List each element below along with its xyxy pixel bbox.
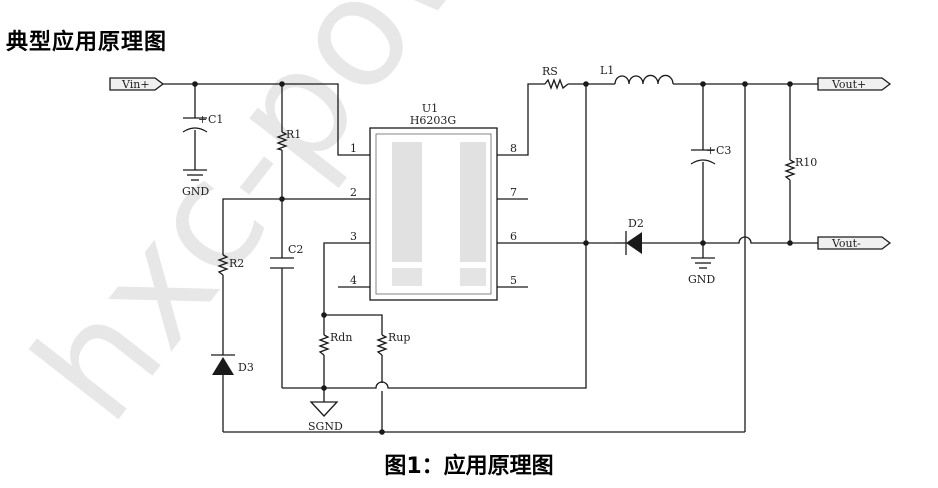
watermark: hxc-pow: [1, 0, 524, 452]
svg-text:2: 2: [350, 186, 357, 199]
ic-u1: U1 H6203G 1 2 3 4 8 7 6 5: [350, 102, 517, 301]
svg-text:R2: R2: [229, 257, 244, 270]
svg-text:5: 5: [510, 274, 517, 287]
capacitor-c2: C2: [270, 243, 303, 269]
svg-text:C2: C2: [288, 243, 303, 256]
svg-text:D3: D3: [238, 361, 254, 374]
wires: [163, 83, 818, 433]
svg-text:3: 3: [350, 230, 357, 243]
svg-text:1: 1: [350, 142, 357, 155]
resistor-r1: R1: [275, 128, 301, 151]
svg-text:C1: C1: [208, 113, 223, 126]
inductor-l1: L1: [600, 64, 674, 85]
signal-ground-symbol: SGND: [308, 401, 343, 433]
svg-text:GND: GND: [688, 273, 715, 286]
svg-text:Rdn: Rdn: [330, 331, 352, 344]
svg-text:GND: GND: [182, 185, 209, 198]
svg-text:R1: R1: [286, 128, 301, 141]
svg-text:SGND: SGND: [308, 420, 343, 433]
junctions: [192, 81, 793, 435]
svg-text:Vout+: Vout+: [831, 78, 866, 91]
capacitor-c3: + C3: [690, 144, 731, 165]
svg-text:4: 4: [350, 274, 357, 287]
ground-symbol: GND: [182, 169, 209, 198]
svg-text:6: 6: [510, 230, 517, 243]
resistor-r2: R2: [217, 254, 244, 276]
capacitor-c1: + C1: [182, 113, 223, 133]
ic-ref: U1: [422, 102, 438, 115]
page-heading: 典型应用原理图: [6, 30, 168, 55]
port-vin: Vin+: [109, 77, 165, 91]
resistor-r10: R10: [784, 156, 817, 181]
resistor-rup: Rup: [376, 331, 410, 356]
svg-text:Vout-: Vout-: [831, 237, 861, 250]
svg-text:L1: L1: [600, 64, 614, 77]
svg-text:RS: RS: [542, 65, 558, 78]
diode-d2: D2: [615, 217, 644, 255]
svg-text:8: 8: [510, 142, 517, 155]
ground-symbol: GND: [688, 257, 715, 286]
diode-d3: D3: [211, 354, 254, 375]
svg-text:+: +: [706, 144, 715, 157]
svg-text:D2: D2: [628, 217, 644, 230]
resistor-rs: RS: [542, 65, 569, 90]
svg-text:Rup: Rup: [388, 331, 410, 344]
svg-text:R10: R10: [795, 156, 817, 169]
resistor-rdn: Rdn: [318, 331, 352, 356]
svg-text:C3: C3: [716, 144, 731, 157]
svg-text:+: +: [198, 113, 207, 126]
svg-text:7: 7: [510, 186, 517, 199]
ic-part: H6203G: [410, 114, 456, 127]
port-vout-pos: Vout+: [817, 77, 892, 91]
figure-caption: 图1：应用原理图: [384, 454, 554, 479]
port-vout-neg: Vout-: [817, 236, 892, 250]
svg-text:Vin+: Vin+: [121, 78, 150, 91]
